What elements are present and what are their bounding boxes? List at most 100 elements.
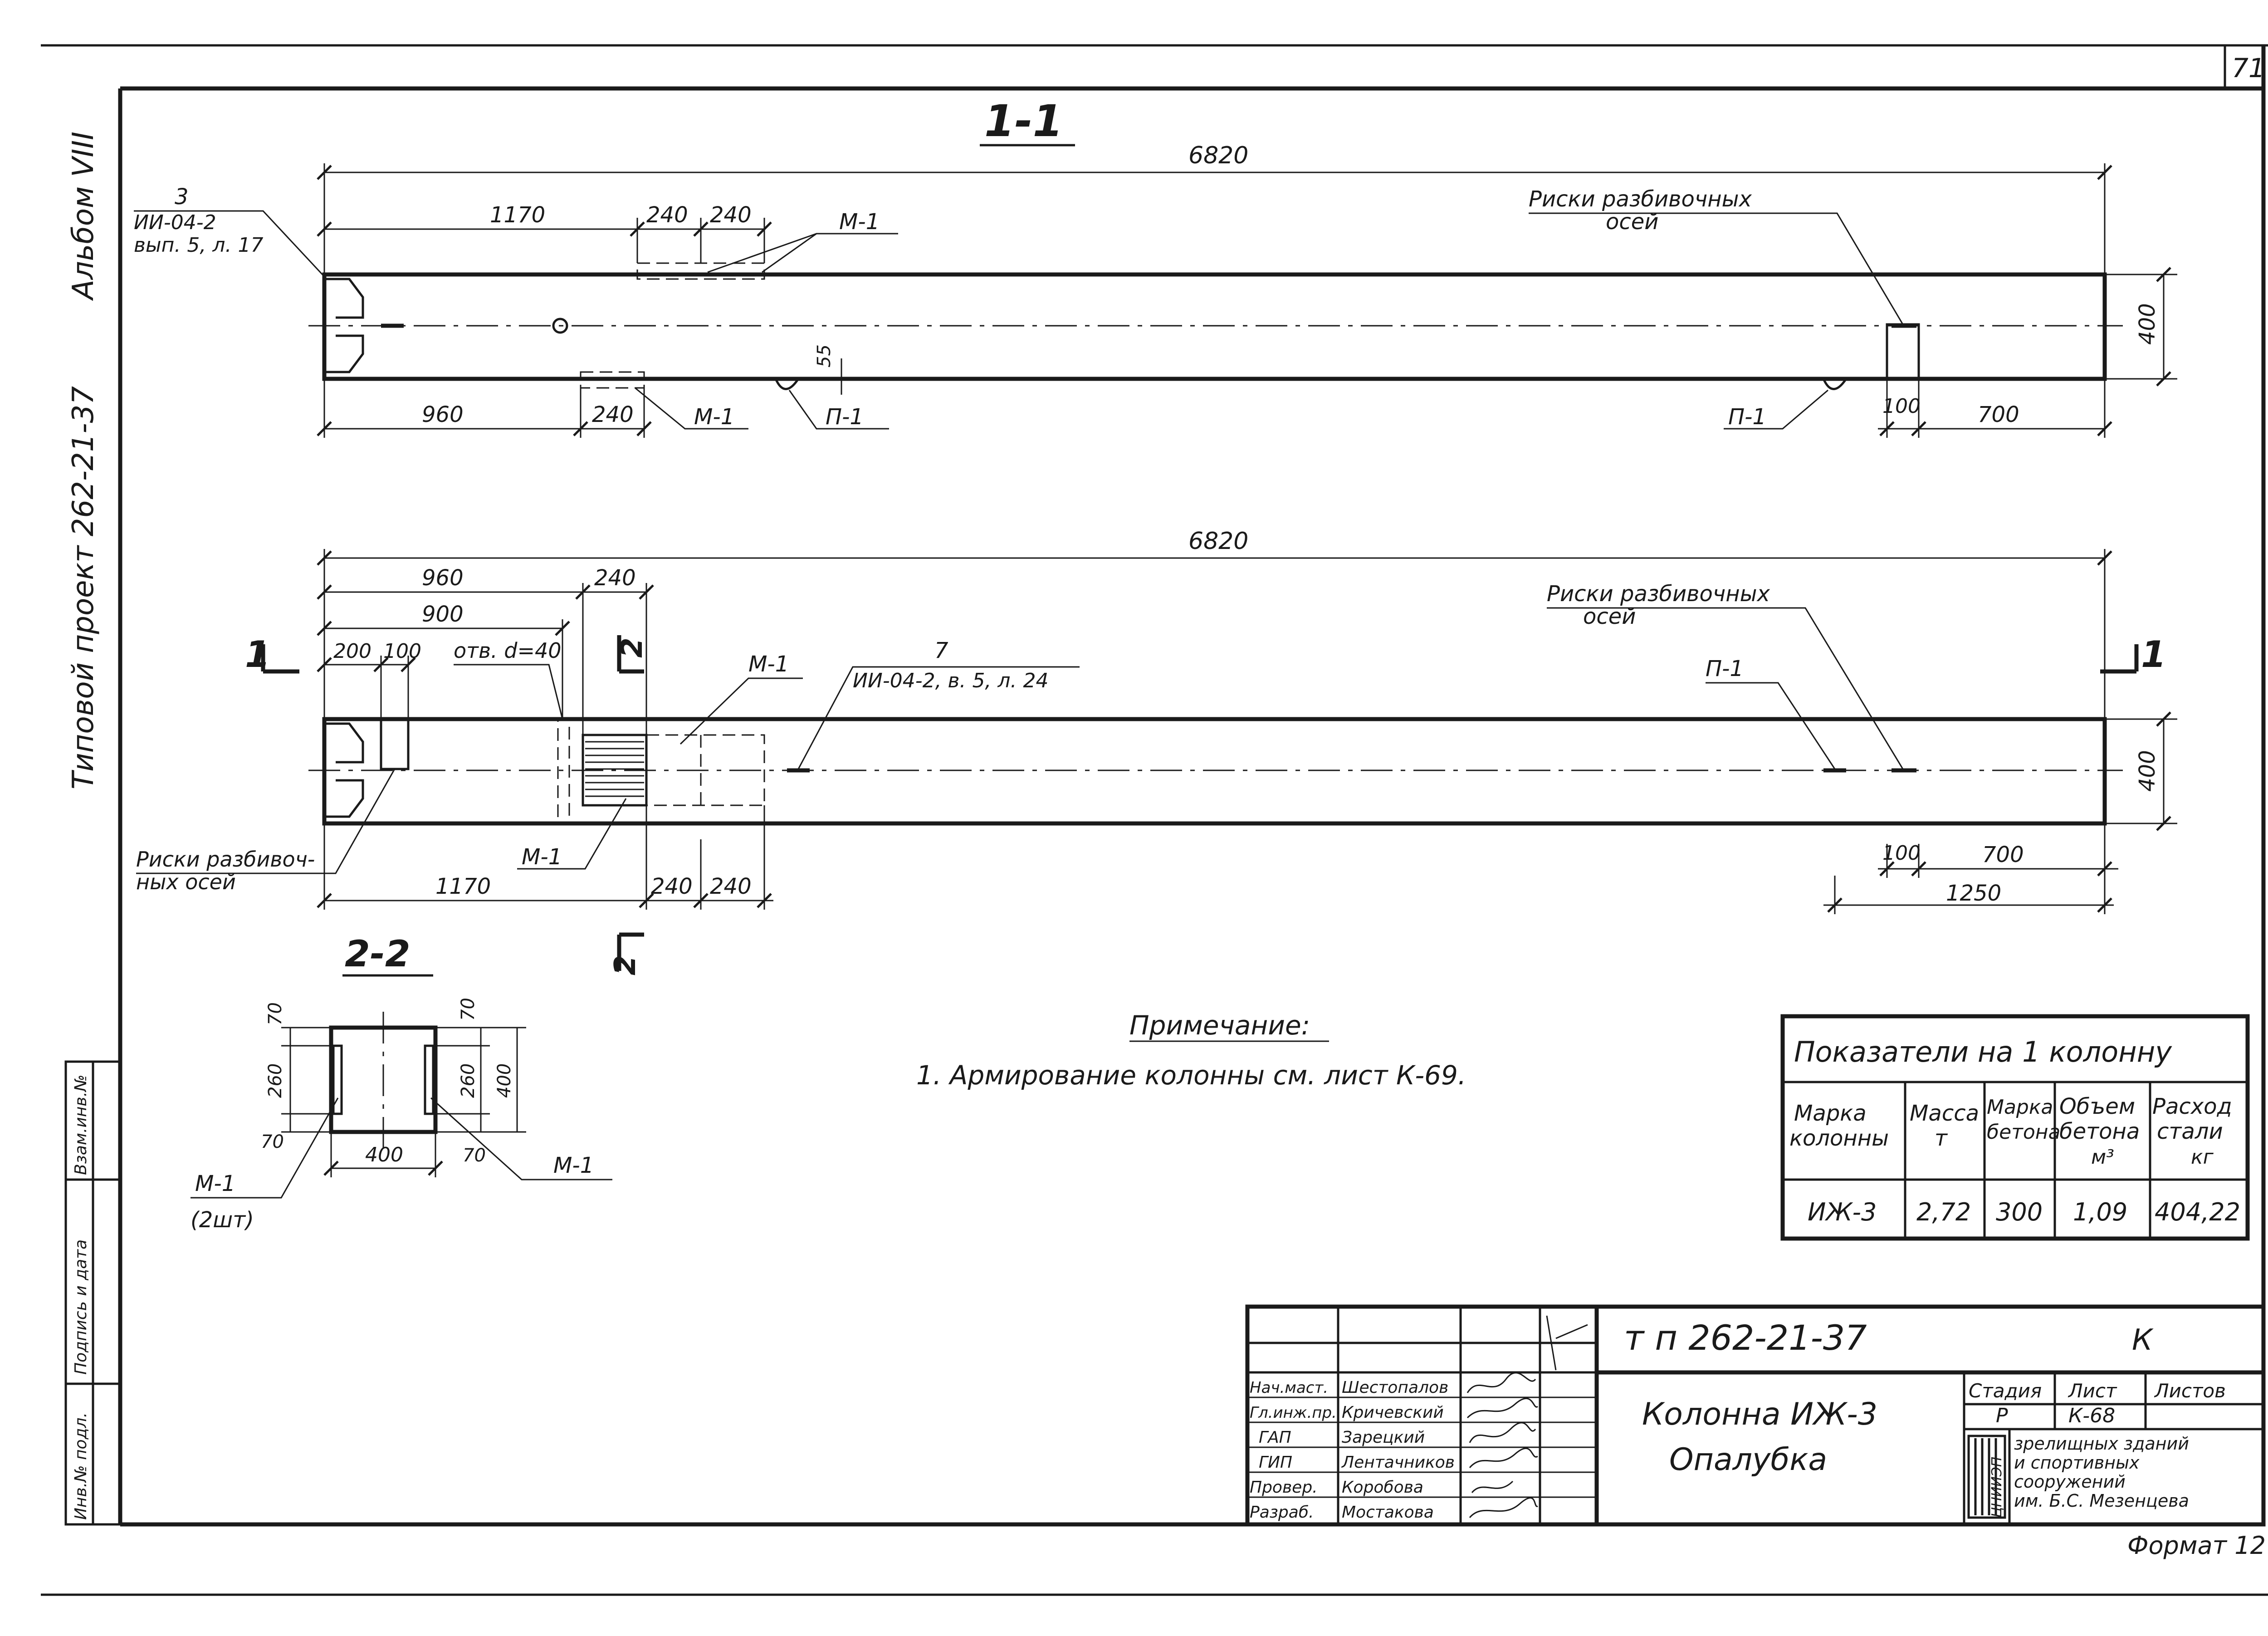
dim-1170-top: 1170 [490,202,545,228]
plan-label-m1-bottom: М-1 [522,844,562,870]
note-text: 1. Армирование колонны см. лист К-69. [916,1060,1466,1091]
dim-260-l: 260 [265,1063,286,1098]
label-p1-right: П-1 [1728,404,1766,430]
dim-400-elev: 400 [2135,303,2160,345]
ref-7-number: 7 [934,638,948,663]
cut-1-left: 1 [245,633,270,676]
dim-240b-top: 240 [710,202,752,228]
signatures [1466,1315,1588,1518]
dim-240b-plan: 240 [710,874,752,899]
dim-6820-top: 6820 [1188,142,1248,169]
section-2-2-title: 2-2 [345,933,411,975]
org-logo [1967,1435,2006,1519]
plan-view: 6820 960 240 900 200 100 отв. d=40 1 1 [136,528,2177,975]
dim-400-bottom: 400 [365,1143,403,1166]
role-1: Гл.инж.пр. [1250,1404,1337,1422]
dim-100-plan: 100 [383,640,421,663]
org-line-3: сооружений [2014,1472,2126,1492]
indicators-header-3-line1: Объем [2059,1094,2135,1119]
dim-240c-elev: 240 [592,402,634,427]
name-3: Лентачников [1341,1453,1455,1472]
name-0: Шестопалов [1342,1378,1448,1397]
title-sheet-value: К-68 [2068,1404,2115,1427]
indicators-cell-concrete: 300 [1996,1198,2043,1226]
column-elevation-body [322,272,2107,381]
indicators-header-1-line2: т [1935,1126,1948,1151]
name-2: Зарецкий [1342,1428,1425,1447]
indicators-cell-mark: ИЖ-3 [1808,1198,1877,1226]
indicators-cell-mass: 2,72 [1916,1198,1971,1226]
role-3: ГИП [1259,1453,1292,1472]
ref-3-number: 3 [175,184,189,210]
indicators-header-2-line2: бетона [1987,1121,2061,1144]
role-2: ГАП [1259,1428,1291,1447]
dim-70-bot-r: 70 [463,1145,486,1166]
org-line-2: и спортивных [2014,1453,2140,1473]
album-label: Альбом VIII [67,132,100,301]
indicators-header-4-line3: кг [2191,1146,2214,1169]
dim-900-plan: 900 [422,602,464,627]
label-p1-left: П-1 [826,404,864,430]
section-2-2: 2-2 70 260 70 70 260 70 400 400 М- [191,933,612,1233]
org-line-1: зрелищных зданий [2014,1434,2189,1454]
column-plan-body [322,717,2107,826]
dim-700-elev: 700 [1978,402,2019,427]
plan-label-m1-top: М-1 [748,651,789,677]
label-m1-top: М-1 [839,209,880,235]
indicators-table [1780,1014,2250,1241]
org-logo-text: ЦНИИЭП [1989,1457,2005,1518]
sec22-label-m1-left: М-1 [195,1171,235,1196]
ref-7-text: ИИ-04-2, в. 5, л. 24 [853,669,1049,692]
dim-960-plan: 960 [422,565,464,591]
dim-700-plan: 700 [1982,842,2024,867]
indicators-header-4-line2: стали [2157,1119,2223,1144]
dim-240a-plan: 240 [651,874,693,899]
dim-400-plan: 400 [2135,750,2160,792]
indicators-header-1-line1: Масса [1910,1101,1979,1126]
role-4: Провер. [1250,1478,1318,1497]
dim-70-top-r: 70 [458,998,479,1021]
title-sheet-header: Лист [2068,1380,2117,1402]
hatched-insert [582,734,648,807]
name-1: Кричевский [1342,1403,1444,1422]
project-label: Типовой проект 262-21-37 [67,386,100,789]
dim-960-elev: 960 [422,402,464,427]
label-m1-bottom: М-1 [694,404,734,430]
ref-3-line1: ИИ-04-2 [134,211,216,234]
org-line-4: им. Б.С. Мезенцева [2014,1491,2189,1511]
note-title: Примечание: [1129,1010,1310,1041]
cut-2-top: 2 [616,637,649,658]
ref-3-line2: вып. 5, л. 17 [134,234,263,257]
name-5: Мостакова [1342,1503,1434,1522]
dim-1170-plan: 1170 [435,874,491,899]
side-stamp-sign: Подпись и дата [72,1239,90,1375]
sheet-frame [41,44,2268,1596]
indicators-cell-steel: 404,22 [2155,1198,2240,1226]
dim-1250-plan: 1250 [1946,881,2001,906]
format-label: Формат 12 [2127,1531,2266,1560]
note-block: Примечание: 1. Армирование колонны см. л… [916,1010,1466,1091]
title-letter: К [2132,1323,2154,1357]
page-number: 71 [2232,53,2265,83]
side-stamp-inv: Инв.№ подл. [72,1412,90,1520]
name-4: Коробова [1342,1478,1423,1497]
indicators-header-0-line2: колонны [1789,1126,1889,1151]
dim-240-plan: 240 [594,565,636,591]
title-code: т п 262-21-37 [1624,1318,1867,1358]
dim-400-r: 400 [494,1063,515,1098]
cut-1-right: 1 [2141,633,2166,676]
cut-2-bottom: 2 [609,955,642,975]
indicators-header-3-line2: бетона [2059,1119,2140,1144]
section-1-1: 1-1 6820 1170 240 240 3 [134,96,2177,438]
section-1-1-title: 1-1 [984,96,1063,147]
dim-6820-plan: 6820 [1188,528,1248,555]
plan-label-p1: П-1 [1706,656,1744,681]
title-stage-header: Стадия [1969,1380,2042,1402]
dim-260-r: 260 [458,1063,479,1098]
dim-200-plan: 200 [333,640,371,663]
dim-70-top-l: 70 [265,1002,286,1025]
dim-100b-plan: 100 [1882,842,1921,865]
hole-label: отв. d=40 [454,638,562,663]
role-5: Разраб. [1250,1503,1314,1522]
